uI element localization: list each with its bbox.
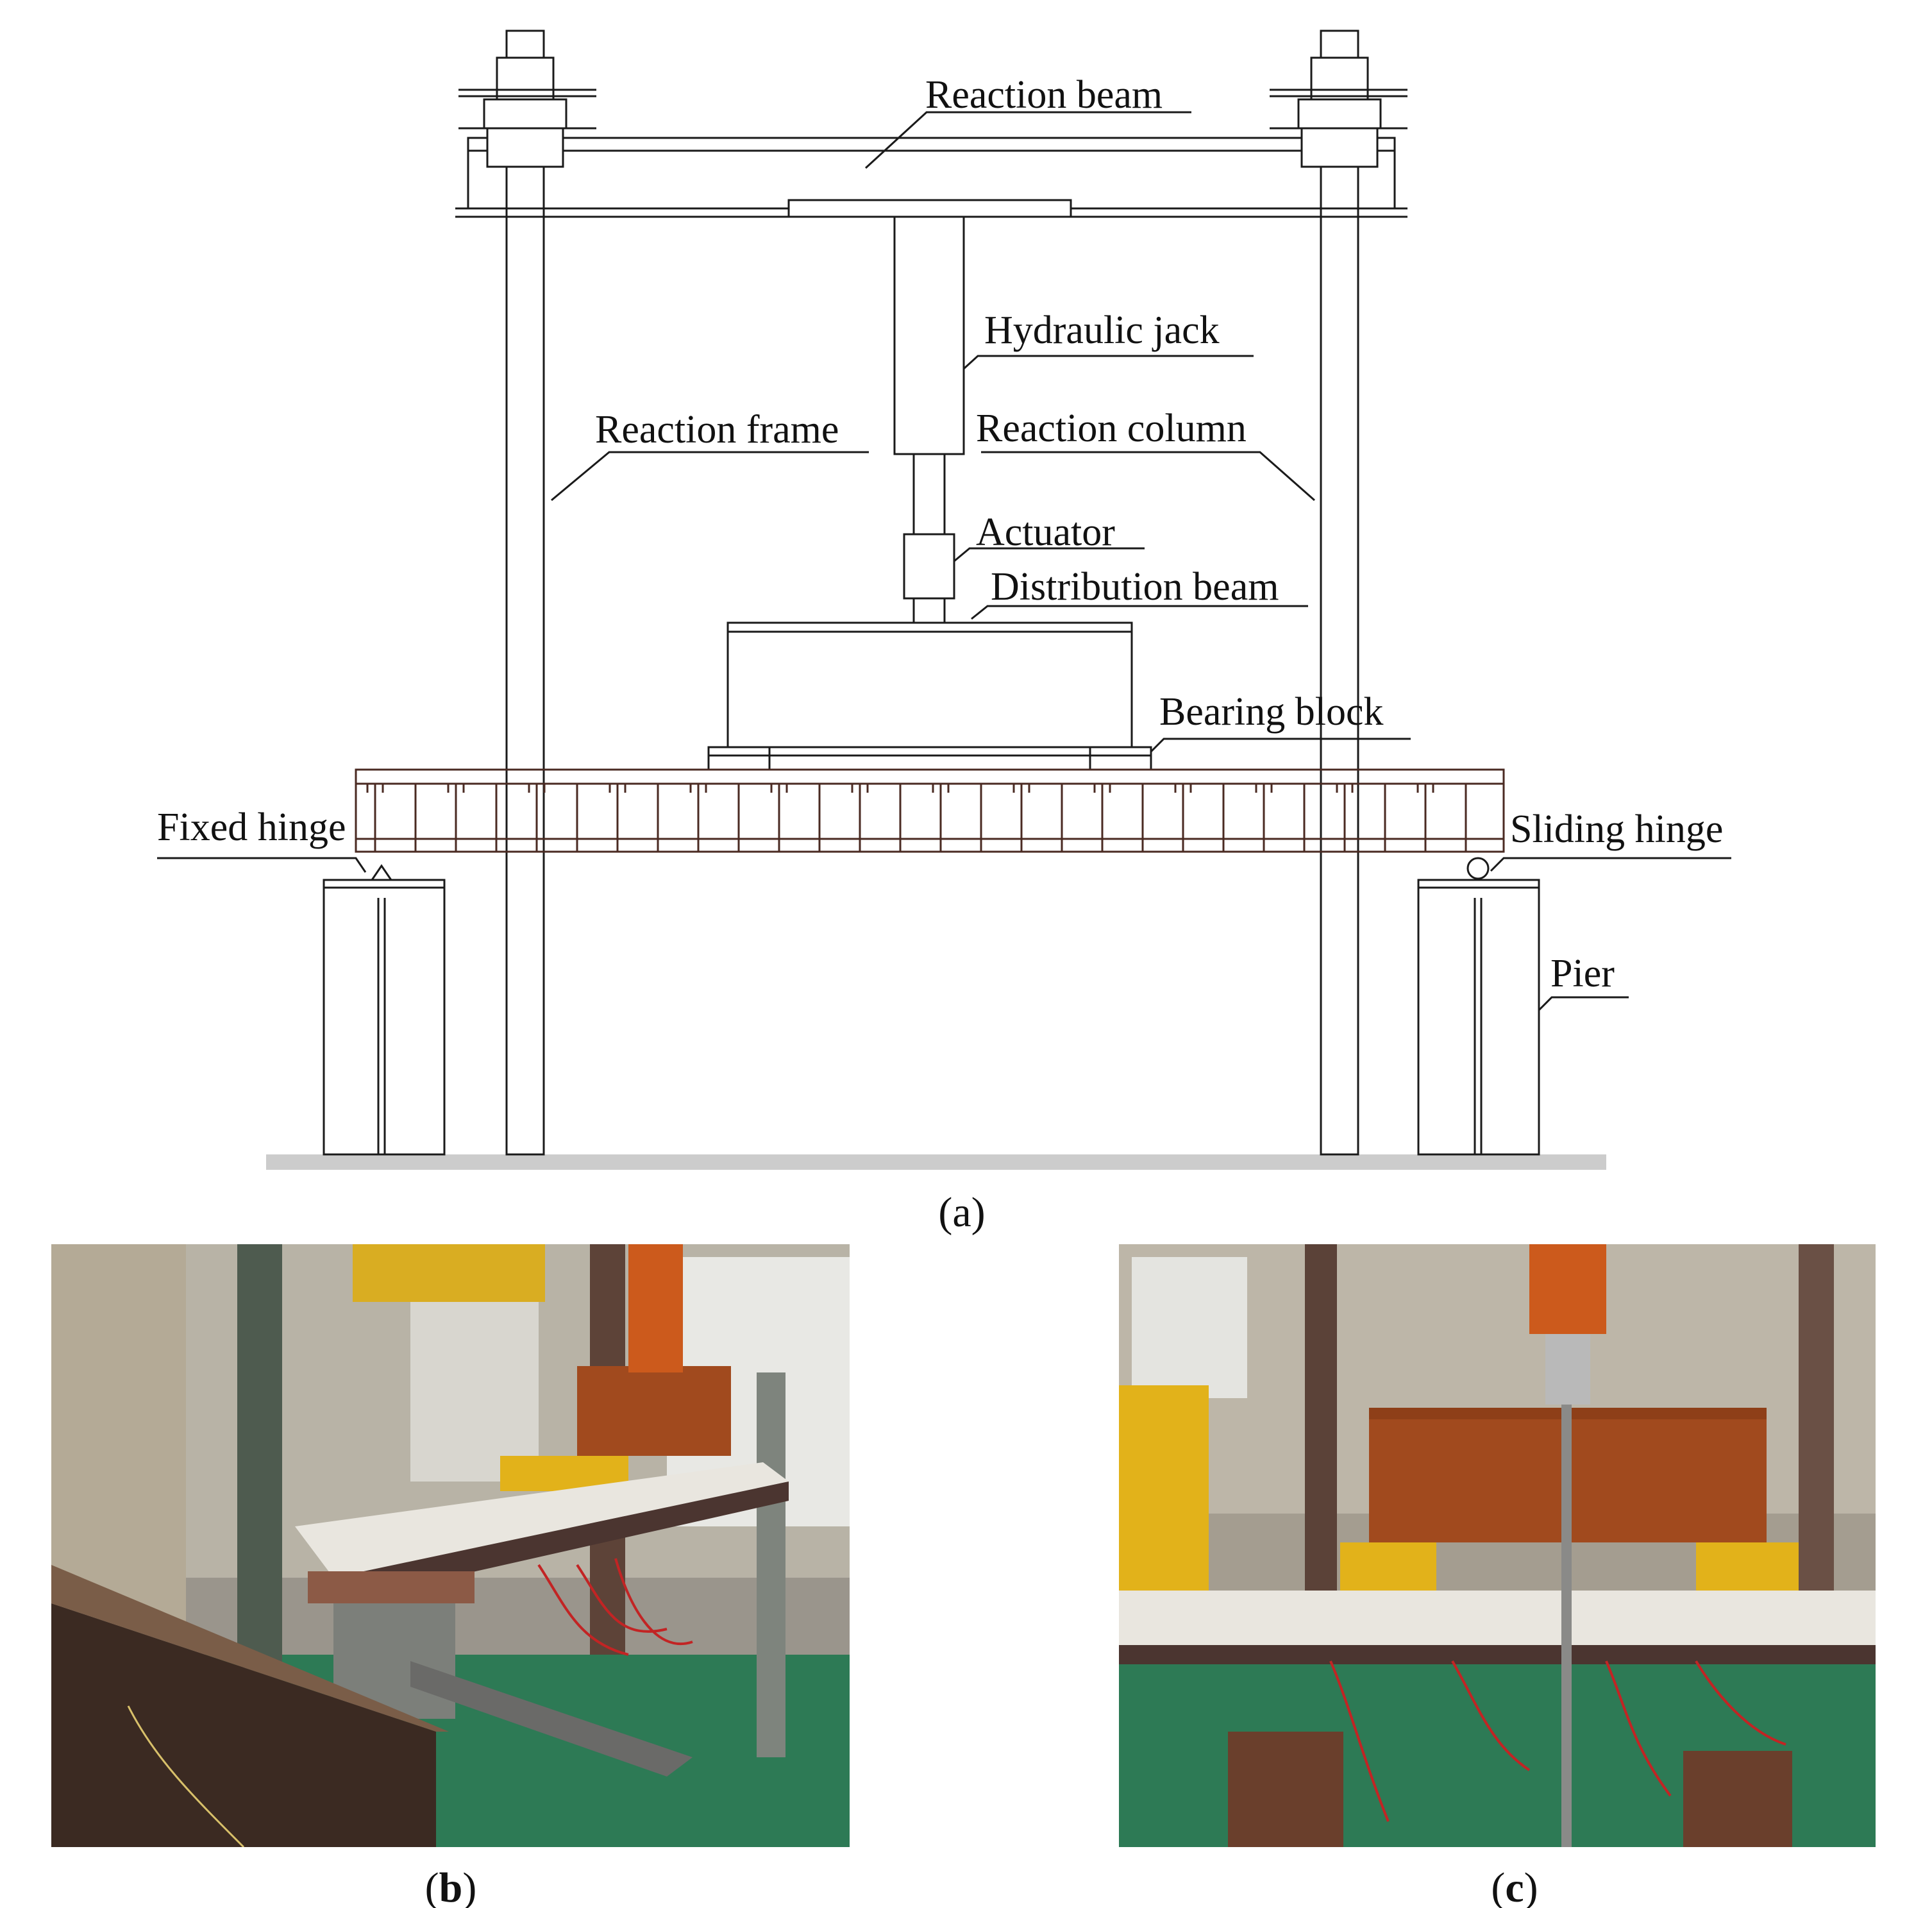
label-fixed-hinge: Fixed hinge [157, 806, 346, 849]
panel-a-schematic: Reaction beam Hydraulic jack Reaction fr… [157, 30, 1731, 1236]
actuator [903, 453, 955, 624]
photo-c [1119, 1244, 1876, 1847]
ground-slab [266, 1154, 1606, 1170]
fixed-hinge-symbol [370, 864, 393, 881]
label-pier: Pier [1550, 952, 1615, 995]
sliding-hinge-roller [1466, 857, 1490, 880]
right-pier [1417, 879, 1540, 1156]
right-reaction-column [1310, 30, 1369, 1156]
label-reaction-column: Reaction column [976, 407, 1247, 450]
label-reaction-beam: Reaction beam [925, 73, 1163, 117]
caption-a: (a) [938, 1189, 985, 1236]
caption-c: (c) [1491, 1864, 1538, 1908]
label-distribution-beam: Distribution beam [991, 565, 1279, 609]
hydraulic-jack [893, 215, 965, 455]
label-bearing-block: Bearing block [1159, 690, 1384, 734]
label-hydraulic-jack: Hydraulic jack [984, 308, 1220, 352]
distribution-beam [727, 621, 1133, 748]
photo-b [51, 1244, 850, 1847]
label-sliding-hinge: Sliding hinge [1510, 807, 1723, 851]
label-actuator: Actuator [976, 511, 1115, 554]
left-reaction-column [496, 30, 555, 1156]
leader-lines [157, 111, 1731, 1011]
label-reaction-frame: Reaction frame [595, 408, 839, 452]
bearing-blocks [707, 746, 1152, 771]
left-pier [323, 879, 446, 1156]
test-girder [355, 768, 1505, 853]
reaction-beam [455, 127, 1407, 218]
caption-b: (b) [425, 1864, 477, 1908]
